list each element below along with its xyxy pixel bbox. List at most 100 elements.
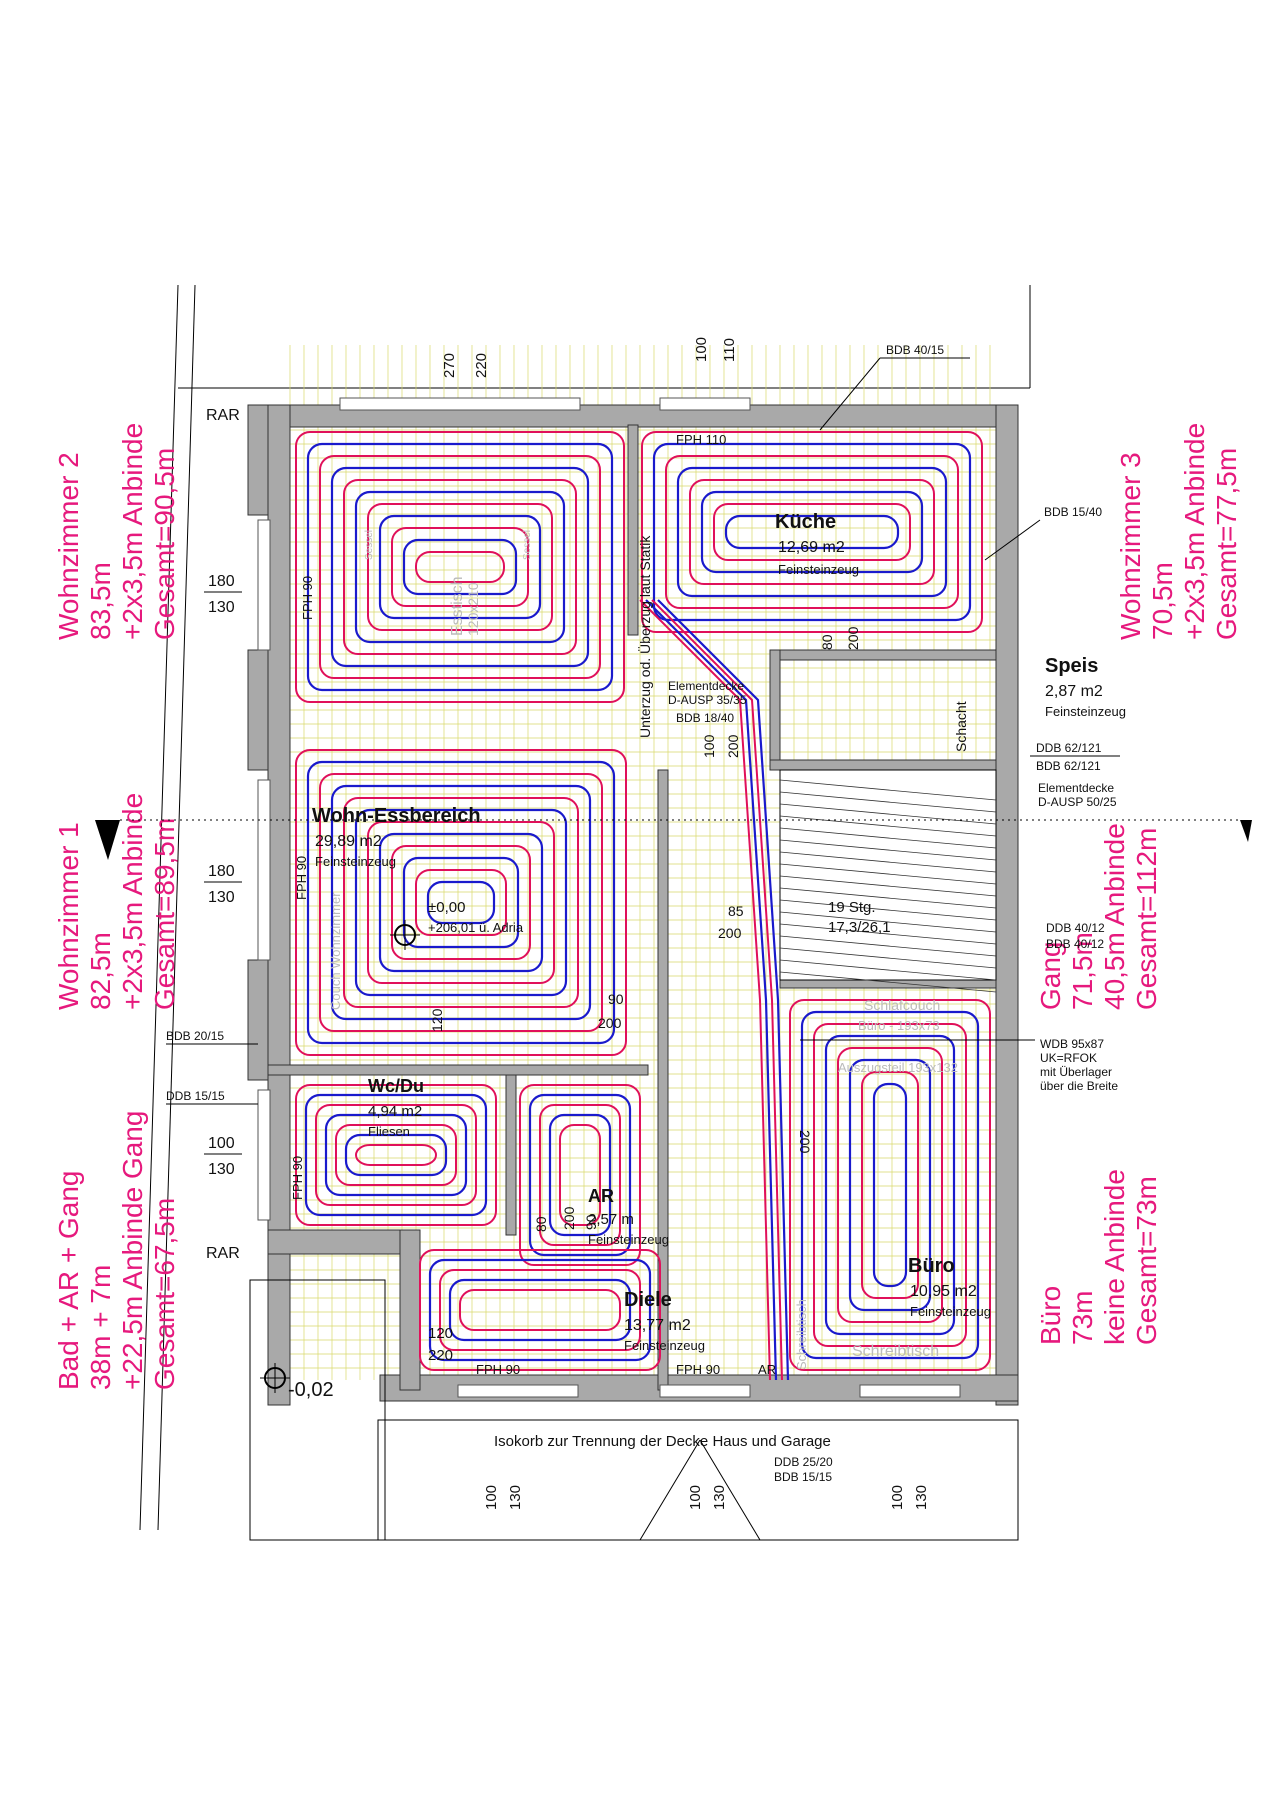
dim-130-b: 130 (208, 889, 235, 906)
property-line-left-2 (157, 284, 196, 1531)
label-esstisch: Esstisch (449, 576, 466, 636)
annotations: RAR RAR BDB 40/15 BDB 15/40 Elementdecke… (166, 343, 1120, 1484)
note-bad: Bad + AR + Gang 38m + 7m +22,5m Anbinde … (53, 1111, 180, 1390)
label-auszug: Auszugsteil 193x132 (838, 1060, 958, 1075)
room-name: Küche (775, 511, 836, 533)
note-wz1-line1: Wohnzimmer 1 (53, 822, 84, 1010)
note-wz1-line4: Gesamt=89,5m (149, 818, 180, 1010)
dimensions: 270 220 100 110 180 130 180 130 100 130 … (204, 337, 930, 1510)
label-bdb-15-40: BDB 15/40 (1044, 505, 1102, 519)
dim-220: 220 (473, 353, 490, 378)
label-wdb-2: UK=RFOK (1040, 1051, 1097, 1065)
room-area: 4,94 m2 (368, 1103, 422, 1120)
label-ddb-62-121: DDB 62/121 (1036, 741, 1102, 755)
note-gang-line1: Gang (1035, 942, 1066, 1011)
room-name: Diele (624, 1289, 672, 1311)
note-gang: Gang 71,5m 40,5m Anbinde Gesamt=112m (1035, 823, 1162, 1010)
note-buero: Büro 73m keine Anbinde Gesamt=73m (1035, 1169, 1162, 1345)
dim-200-e: 200 (561, 1206, 577, 1230)
section-marker-right (1240, 820, 1252, 842)
dim-90-b: 90 (583, 1214, 599, 1230)
label-wdb-4: über die Breite (1040, 1079, 1118, 1093)
label-wdb-1: WDB 95x87 (1040, 1037, 1104, 1051)
label-wdb-3: mit Überlager (1040, 1065, 1112, 1079)
note-wz2-line4: Gesamt=90,5m (149, 448, 180, 640)
room-floor: Feinsteinzeug (624, 1338, 705, 1353)
dim-100-d: 100 (483, 1485, 500, 1510)
dim-220-b: 220 (428, 1347, 453, 1364)
label-d-ausp-50: D-AUSP 50/25 (1038, 795, 1117, 809)
dim-100-a: 100 (693, 337, 710, 362)
note-buero-line2: 73m (1067, 1291, 1098, 1345)
dim-100-b: 100 (208, 1135, 235, 1152)
note-wz3-line3: +2x3,5m Anbinde (1179, 423, 1210, 640)
room-name: AR (588, 1186, 614, 1206)
label-bdb-18-40: BDB 18/40 (676, 711, 734, 725)
room-area: 29,89 m2 (315, 833, 382, 850)
dim-200-a: 200 (845, 626, 861, 650)
dim-270: 270 (441, 353, 458, 378)
label-esstisch-size: 120x210 (465, 582, 481, 636)
room-wc: Wc/Du 4,94 m2 Fliesen (368, 1076, 424, 1139)
dim-100-c: 100 (701, 734, 717, 758)
dim-80-b: 80 (533, 1216, 549, 1232)
label-level-neg: -0,02 (288, 1379, 334, 1401)
coil-wohnzimmer-1 (295, 749, 627, 1056)
dim-130-d: 130 (507, 1485, 524, 1510)
room-wohn: Wohn-Essbereich 29,89 m2 Feinsteinzeug (312, 805, 481, 869)
dim-130-a: 130 (208, 599, 235, 616)
label-stairs-1: 19 Stg. (828, 899, 876, 916)
dim-120-a: 120 (429, 1008, 445, 1032)
coil-gang (419, 1249, 661, 1371)
dim-100-e: 100 (687, 1485, 704, 1510)
stairs (779, 769, 997, 993)
dim-200-b: 200 (725, 734, 741, 758)
room-area: 13,77 m2 (624, 1317, 691, 1334)
room-ar: AR 2,57 m Feinsteinzeug (588, 1186, 669, 1247)
garage-outline (249, 1279, 1019, 1541)
label-ddb-40-12: DDB 40/12 (1046, 921, 1105, 935)
dim-130-e: 130 (711, 1485, 728, 1510)
label-bdb-40-15: BDB 40/15 (886, 343, 944, 357)
dim-130-f: 130 (913, 1485, 930, 1510)
dim-110: 110 (721, 338, 738, 362)
room-buero: Büro 10,95 m2 Feinsteinzeug (908, 1255, 991, 1319)
note-wz2-line3: +2x3,5m Anbinde (117, 423, 148, 640)
label-bdb-20-15: BDB 20/15 (166, 1029, 224, 1043)
label-level-adria: +206,01 ü. Adria (428, 920, 524, 935)
room-name: Wc/Du (368, 1076, 424, 1096)
note-bad-line2: 38m + 7m (85, 1265, 116, 1390)
section-marker-left (95, 820, 120, 860)
room-diele: Diele 13,77 m2 Feinsteinzeug (624, 1289, 705, 1353)
dim-200-c: 200 (718, 925, 742, 941)
label-bdb-62-121: BDB 62/121 (1036, 759, 1101, 773)
coil-wohnzimmer-2 (295, 431, 625, 703)
label-sessel-1: Sessel (364, 530, 375, 560)
room-kueche: Küche 12,69 m2 Feinsteinzeug (775, 511, 859, 577)
note-wohnzimmer-3: Wohnzimmer 3 70,5m +2x3,5m Anbinde Gesam… (1115, 423, 1242, 640)
heating-coils (295, 431, 991, 1371)
dim-180-b: 180 (208, 863, 235, 880)
note-wz2-line2: 83,5m (85, 562, 116, 640)
label-isokorb: Isokorb zur Trennung der Decke Haus und … (494, 1433, 831, 1450)
label-ddb-25-20: DDB 25/20 (774, 1455, 833, 1469)
label-unterzug: Unterzug od. Überzug laut Statik (636, 535, 653, 738)
label-schlafcouch: Schlafcouch (864, 997, 940, 1013)
room-floor: Fliesen (368, 1124, 410, 1139)
label-elementdecke-1: Elementdecke (668, 679, 744, 693)
dim-180-a: 180 (208, 573, 235, 590)
label-rar-top: RAR (206, 407, 240, 424)
note-buero-line1: Büro (1035, 1286, 1066, 1345)
room-name: Wohn-Essbereich (312, 805, 481, 827)
note-wz3-line4: Gesamt=77,5m (1211, 448, 1242, 640)
dim-100-f: 100 (889, 1485, 906, 1510)
property-line-left (139, 284, 179, 1531)
label-ddb-15-15: DDB 15/15 (166, 1089, 225, 1103)
label-buero-mass: Büro - 193x73 (858, 1018, 940, 1033)
note-gang-line2: 71,5m (1067, 932, 1098, 1010)
label-schacht: Schacht (953, 701, 969, 752)
label-schreibtisch-2: Schreibtisch (794, 1299, 809, 1370)
label-d-ausp-35: D-AUSP 35/35 (668, 693, 747, 707)
label-stairs-2: 17,3/26,1 (828, 919, 891, 936)
